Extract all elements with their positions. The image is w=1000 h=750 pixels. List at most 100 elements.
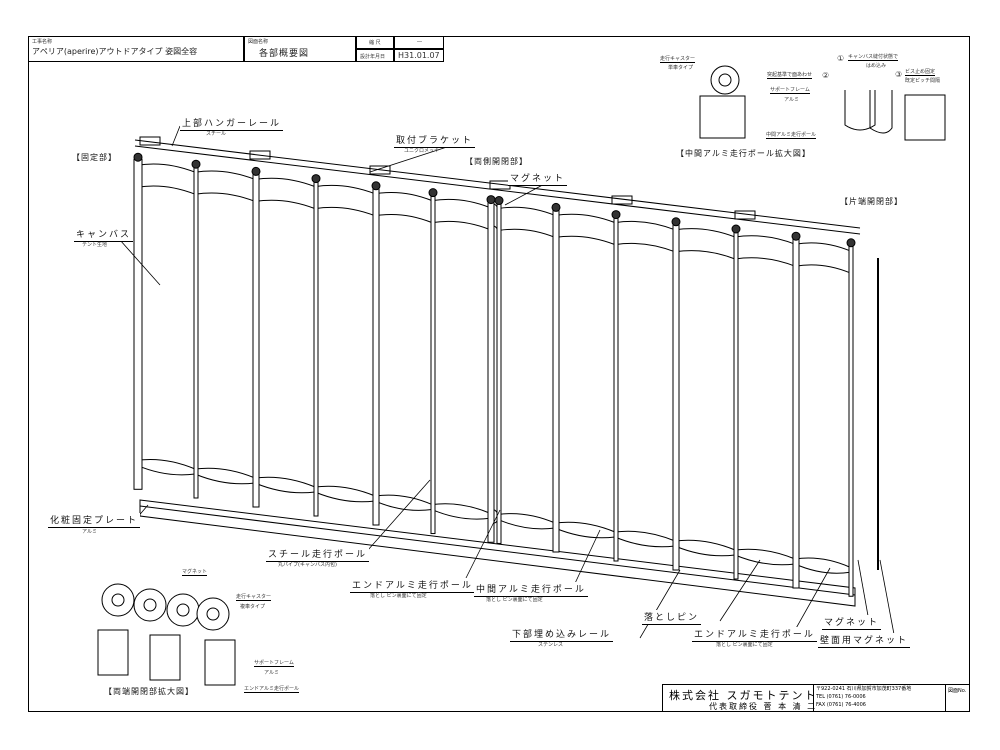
md-frame: サポートフレーム bbox=[770, 87, 810, 94]
leader-line bbox=[171, 125, 181, 147]
company-name: 株式会社 スガモトテント bbox=[669, 689, 818, 702]
running-pole bbox=[733, 230, 739, 580]
ed-frame-sub: アルミ bbox=[264, 670, 279, 676]
project-name: アペリア(aperire)アウトドアタイプ 姿図全容 bbox=[32, 47, 198, 56]
label-magnet: マグネット bbox=[822, 615, 882, 630]
leader-line bbox=[359, 479, 431, 560]
leader-line bbox=[369, 145, 451, 173]
caster-hub bbox=[176, 603, 190, 617]
canvas-seam bbox=[554, 521, 616, 533]
canvas-seam bbox=[497, 228, 556, 238]
project-name-cell: 工事名称 アペリア(aperire)アウトドアタイプ 姿図全容 bbox=[28, 36, 244, 62]
canvas-seam bbox=[497, 513, 556, 524]
canvas-seam bbox=[194, 467, 256, 479]
label-upper-rail: 上部ハンガーレール bbox=[180, 116, 284, 131]
canvas-top-edge bbox=[136, 163, 196, 173]
caster-wheel bbox=[846, 238, 856, 248]
md-caster-sub: 単車タイプ bbox=[668, 65, 694, 71]
canvas-top-edge bbox=[497, 206, 556, 216]
scale-value: ― bbox=[417, 39, 422, 45]
label-canvas: キャンバス bbox=[74, 227, 134, 242]
drawing-no-caption: 図面No. bbox=[945, 685, 969, 711]
label-end-pole-2-sub: 落とし ピン裏面にて固定 bbox=[716, 642, 773, 648]
label-canvas-sub: テント生地 bbox=[82, 242, 108, 248]
md-frame-sub: アルミ bbox=[784, 97, 799, 103]
canvas-seam bbox=[614, 530, 676, 542]
pole-section bbox=[904, 94, 946, 141]
date-value-cell: H31.01.07 bbox=[394, 49, 444, 62]
date-caption-cell: 設計年月日 bbox=[356, 49, 394, 62]
canvas-top-edge bbox=[431, 198, 491, 209]
ed-caster: 走行キャスター bbox=[236, 594, 272, 601]
caster-hub bbox=[206, 607, 220, 621]
scale-caption: 縮 尺 bbox=[369, 40, 381, 46]
canvas-bottom-edge bbox=[554, 527, 616, 539]
label-end-pole-1: エンドアルミ走行ポール bbox=[350, 578, 475, 593]
canvas-seam bbox=[674, 250, 736, 260]
support-frame bbox=[204, 639, 236, 686]
caster-wheel bbox=[671, 217, 681, 227]
section-end-detail: 【両端開閉部拡大図】 bbox=[104, 686, 194, 697]
bracket bbox=[369, 165, 391, 175]
lower-rail-line bbox=[139, 505, 856, 596]
md-n1-text: キャンバス縫付状態で bbox=[848, 54, 899, 61]
md-n3-text: ビス止め固定 bbox=[905, 69, 936, 76]
canvas-top-edge bbox=[314, 184, 376, 195]
support-frame bbox=[149, 634, 181, 681]
company-tel: TEL (0761) 76-0006 bbox=[816, 694, 866, 700]
section-fixed: 【固定部】 bbox=[72, 152, 117, 163]
running-pole bbox=[672, 223, 680, 571]
canvas-seam bbox=[734, 548, 796, 560]
label-lower-rail-sub: ステンレス bbox=[538, 642, 564, 648]
drawing-name-cell: 図面名称 各部概要図 bbox=[244, 36, 356, 62]
canvas-seam bbox=[254, 476, 316, 488]
bracket bbox=[734, 210, 756, 220]
ed-magnet: マグネット bbox=[182, 569, 208, 576]
caster-hub bbox=[143, 598, 157, 612]
canvas-bottom-edge bbox=[374, 500, 433, 511]
canvas-top-edge bbox=[554, 213, 616, 224]
pole-profile bbox=[869, 90, 893, 134]
canvas-seam bbox=[674, 539, 736, 551]
canvas-bottom-edge bbox=[314, 491, 376, 503]
company-rep: 代表取締役 菅 本 清 二 bbox=[709, 702, 818, 711]
canvas-top-edge bbox=[194, 170, 256, 180]
canvas-top-edge bbox=[254, 177, 316, 188]
company-contact: 〒922-0241 石川県加賀市加茂町337番地 TEL (0761) 76-0… bbox=[813, 685, 946, 711]
ed-caster-sub: 複車タイプ bbox=[240, 604, 266, 610]
section-double-open: 【両側開閉部】 bbox=[465, 156, 528, 167]
md-num-2: ② bbox=[822, 71, 830, 80]
caster-wheel bbox=[791, 231, 801, 241]
caster-wheel bbox=[486, 195, 496, 205]
canvas-seam bbox=[374, 494, 433, 506]
running-pole bbox=[430, 194, 436, 535]
pole-profile bbox=[844, 90, 876, 131]
running-pole bbox=[193, 165, 199, 499]
caster-wheel bbox=[551, 202, 561, 212]
running-pole bbox=[487, 201, 495, 543]
ed-pole: エンドアルミ走行ポール bbox=[244, 686, 299, 693]
canvas-bottom-edge bbox=[734, 554, 796, 566]
leader-line bbox=[639, 569, 681, 639]
canvas-seam bbox=[431, 503, 491, 514]
label-mid-pole-sub: 落とし ピン裏面にて固定 bbox=[486, 597, 543, 603]
caster-wheel bbox=[611, 210, 621, 220]
leader-line bbox=[459, 509, 501, 591]
bracket bbox=[249, 150, 271, 160]
date-value: H31.01.07 bbox=[398, 51, 440, 60]
bracket bbox=[611, 195, 633, 205]
scale-value-cell: ― bbox=[394, 36, 444, 49]
canvas-bottom-edge bbox=[254, 482, 316, 494]
running-pole bbox=[372, 187, 380, 526]
canvas-seam bbox=[794, 264, 851, 274]
canvas-bottom-edge bbox=[497, 518, 556, 530]
caster-hub bbox=[718, 73, 732, 87]
project-caption: 工事名称 bbox=[32, 39, 53, 45]
canvas-seam bbox=[431, 220, 491, 231]
canvas-top-edge bbox=[674, 228, 736, 238]
caster-wheel bbox=[133, 152, 143, 162]
leader-line bbox=[719, 559, 761, 622]
section-middle-detail: 【中間アルミ走行ポール拡大図】 bbox=[676, 148, 811, 159]
label-bracket-sub: ユニクロメッキ bbox=[404, 148, 440, 154]
